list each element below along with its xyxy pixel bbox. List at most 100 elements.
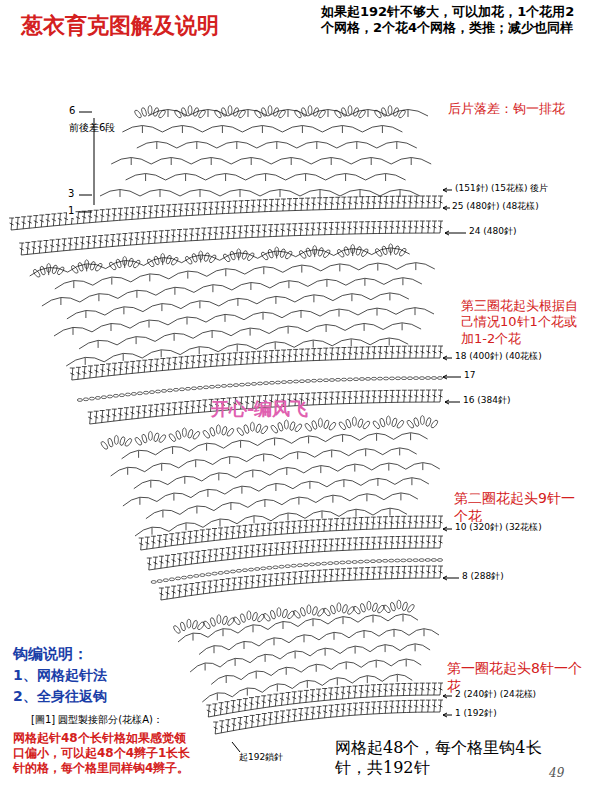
stitch bbox=[353, 605, 362, 615]
stitch bbox=[391, 418, 398, 428]
stitch bbox=[360, 603, 367, 613]
stitch bbox=[342, 604, 349, 614]
stitch bbox=[209, 385, 214, 388]
stitch bbox=[431, 559, 436, 562]
stitch bbox=[243, 424, 250, 434]
stitch bbox=[221, 107, 228, 117]
stitch bbox=[187, 619, 191, 628]
stitch bbox=[277, 422, 284, 432]
stitch bbox=[278, 109, 287, 119]
stitch bbox=[287, 380, 292, 383]
stitch bbox=[224, 571, 229, 574]
stitch bbox=[158, 109, 167, 119]
stitch bbox=[357, 418, 364, 428]
stitch bbox=[381, 107, 388, 117]
stitch bbox=[199, 251, 203, 260]
stitch bbox=[252, 612, 259, 622]
row-number: 1 bbox=[67, 205, 75, 218]
stitch bbox=[174, 109, 183, 119]
stitch bbox=[347, 378, 352, 381]
stitch bbox=[146, 258, 155, 268]
stitch bbox=[430, 419, 439, 429]
stitch bbox=[374, 248, 383, 258]
row-label: 1 (192針) bbox=[454, 708, 498, 719]
stitch bbox=[107, 438, 114, 448]
stitch bbox=[279, 565, 284, 568]
stitch bbox=[85, 260, 89, 269]
stitch bbox=[273, 107, 280, 117]
arrow bbox=[445, 400, 460, 404]
stitch bbox=[313, 107, 320, 117]
stitch bbox=[202, 429, 211, 439]
stitch bbox=[245, 383, 250, 386]
stitch bbox=[137, 392, 142, 395]
stitch bbox=[419, 377, 424, 380]
stitch bbox=[406, 419, 415, 429]
stitch bbox=[208, 254, 217, 264]
stitch bbox=[213, 700, 443, 734]
stitch bbox=[323, 379, 328, 382]
stitch bbox=[364, 560, 369, 563]
stitch bbox=[365, 378, 370, 381]
stitch bbox=[268, 106, 272, 115]
stitch bbox=[182, 428, 186, 437]
stitch bbox=[180, 622, 187, 632]
stitch bbox=[371, 377, 376, 380]
stitch bbox=[358, 560, 363, 563]
stitch bbox=[270, 610, 277, 620]
stitch bbox=[173, 388, 178, 391]
stitch bbox=[125, 393, 130, 396]
stitch bbox=[32, 268, 41, 278]
stitch bbox=[54, 308, 434, 336]
stitch bbox=[345, 419, 352, 429]
stitch bbox=[123, 478, 429, 506]
stitch bbox=[222, 253, 231, 263]
stitch bbox=[294, 423, 303, 433]
stitch bbox=[193, 107, 200, 117]
stitch bbox=[322, 249, 331, 259]
stitch bbox=[353, 378, 358, 381]
stitch bbox=[437, 559, 442, 562]
stitch bbox=[155, 390, 160, 393]
stitch bbox=[398, 247, 407, 257]
arrow bbox=[443, 188, 452, 192]
stitch bbox=[311, 420, 318, 430]
stitch bbox=[77, 262, 84, 272]
stitch bbox=[198, 109, 207, 119]
stitch bbox=[329, 379, 334, 382]
stitch bbox=[241, 250, 248, 260]
stitch bbox=[260, 425, 269, 435]
stitch bbox=[242, 569, 247, 572]
stitch bbox=[393, 107, 400, 117]
stitch bbox=[216, 425, 220, 434]
stitch bbox=[311, 379, 316, 382]
stitch bbox=[100, 441, 109, 451]
stitch bbox=[146, 493, 418, 519]
stitch bbox=[55, 263, 435, 289]
stitch bbox=[203, 386, 208, 389]
stitch bbox=[300, 607, 307, 617]
stitch bbox=[70, 346, 443, 380]
stitch bbox=[191, 253, 198, 263]
arrow bbox=[443, 206, 450, 210]
stitch bbox=[89, 261, 96, 271]
stitch bbox=[303, 563, 308, 566]
stitch bbox=[203, 620, 212, 630]
stitch bbox=[161, 254, 165, 263]
stitch bbox=[317, 379, 322, 382]
stitch bbox=[203, 252, 210, 262]
stitch bbox=[359, 378, 364, 381]
row-label: 2 (240針) (24花樣) bbox=[454, 689, 537, 700]
stitch bbox=[348, 106, 352, 115]
stitch bbox=[336, 248, 345, 258]
stitch bbox=[67, 293, 409, 319]
stitch bbox=[330, 605, 337, 615]
stitch bbox=[214, 109, 223, 119]
stitch bbox=[367, 601, 371, 610]
stitch bbox=[47, 264, 51, 273]
row-label: 24 (480針) bbox=[468, 226, 518, 237]
stitch bbox=[218, 572, 223, 575]
stitch bbox=[95, 397, 100, 400]
stitch bbox=[236, 569, 241, 572]
stitch bbox=[148, 431, 152, 440]
